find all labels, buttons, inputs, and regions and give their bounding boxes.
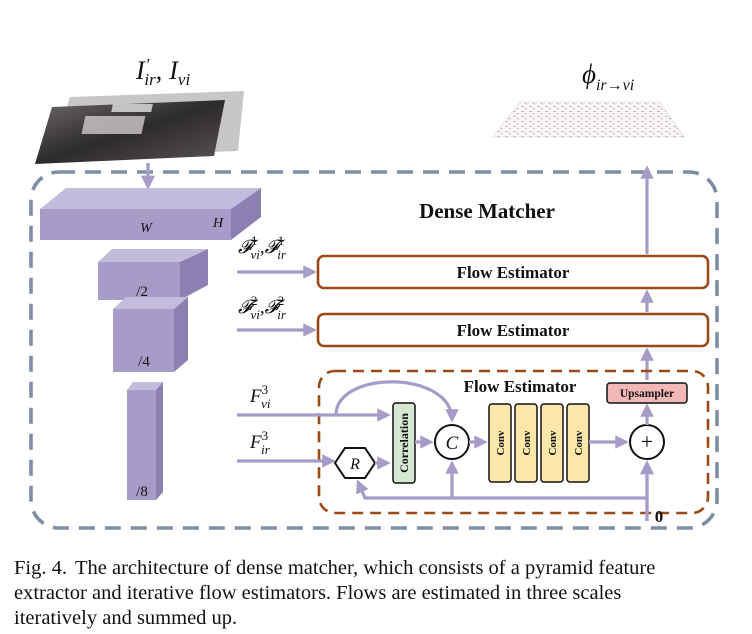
caption-label: Fig. 4. (14, 557, 67, 579)
flow-estimator-detail-label: Flow Estimator (464, 377, 577, 396)
conv-label-1: Conv (495, 430, 507, 456)
warp-symbol: R (349, 456, 360, 473)
flow-estimator-label-2: Flow Estimator (457, 321, 570, 340)
flow-estimator-box-2 (316, 312, 710, 348)
conv-label-2: Conv (521, 430, 533, 456)
input-image-stack (35, 91, 244, 164)
flow-field-output (492, 101, 685, 138)
dense-matcher-box (29, 170, 719, 530)
conv-label-3: Conv (547, 430, 559, 456)
conv-label-4: Conv (573, 430, 585, 456)
caption-text-1: The architecture of dense matcher, which… (74, 557, 656, 579)
caption-line-2: extractor and iterative flow estimators.… (14, 582, 622, 604)
flow-estimator-label-1: Flow Estimator (457, 263, 570, 282)
concat-symbol: C (446, 433, 459, 454)
upsampler-block (606, 382, 688, 404)
flow-estimator-detail-box (317, 369, 710, 515)
warp-operator (333, 447, 377, 479)
caption-line-1: Fig. 4. The architecture of dense matcher… (14, 556, 744, 581)
pyramid-w-label: W (140, 221, 153, 236)
flow-feedback-to-warp-arrow (356, 479, 647, 500)
correlation-label: Correlation (397, 413, 411, 473)
vi-skip-arrow (334, 380, 459, 423)
dense-matcher-diagram: I′ir,Ivi ϕir→vi Dense Matcher W H /2 /4 (29, 55, 719, 530)
add-symbol: + (641, 429, 653, 454)
input-image-label: I′ir,Ivi (135, 55, 190, 89)
upsampler-label: Upsampler (620, 388, 674, 400)
conv-block-3 (540, 403, 564, 483)
pyramid-level-4-label: /4 (138, 354, 150, 370)
pyramid-level-8-label: /8 (136, 484, 148, 500)
conv-block-2 (514, 403, 538, 483)
pyramid-h-label: H (212, 216, 224, 231)
flow-estimator-box-1 (316, 254, 710, 290)
caption-line-3: iteratively and summed up. (14, 607, 238, 629)
pyramid-level-2-label: /2 (136, 284, 148, 300)
output-flow-label: ϕir→vi (582, 59, 634, 94)
feature-pyramid: W H /2 /4 /8 (40, 188, 261, 500)
dense-matcher-title: Dense Matcher (419, 199, 555, 223)
zero-flow-label: 0 (655, 507, 664, 526)
conv-block-1 (488, 403, 512, 483)
conv-stack: Conv Conv Conv Conv (488, 403, 590, 483)
figure-caption: Fig. 4. The architecture of dense matcher… (14, 556, 744, 631)
